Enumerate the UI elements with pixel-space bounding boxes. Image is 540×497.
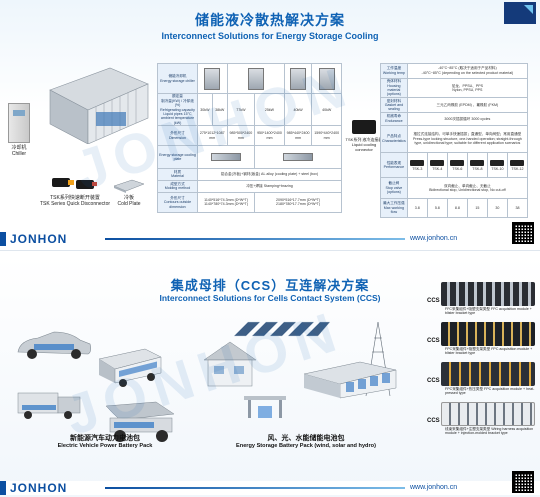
electric-truck-illustration (17, 392, 81, 419)
mining-truck-illustration (105, 401, 175, 442)
ccs-product-image (441, 362, 535, 386)
capacity-value: 77kW (226, 93, 256, 127)
tsk-connector-image (352, 120, 376, 134)
ccs-product-image (441, 322, 535, 346)
panel1-title-cn: 储能液冷散热解决方案 (195, 12, 345, 28)
chiller-photo-4 (318, 67, 335, 90)
ccs-caption: FPC采集组件+吸塑支架类型 FPC acquisition module + … (445, 347, 533, 356)
chiller-label: 冷却机 Chiller (11, 145, 27, 157)
ccs-tag: CCS (427, 338, 440, 344)
ccs-product-image (441, 282, 535, 306)
cooling-plate-photo-2 (283, 153, 314, 162)
brand-logo-text: JONHON (10, 232, 68, 246)
panel2-title-en: Interconnect Solutions for Cells Contact… (159, 293, 381, 303)
chiller-unit-image (8, 103, 30, 143)
quick-disconnector-image (52, 178, 97, 189)
website-link[interactable]: www.jonhon.cn (410, 484, 458, 491)
ccs-product-image (441, 402, 535, 426)
cold-plate-label: 冷板 Cold Plate (117, 195, 141, 207)
ccs-caption: FPC采集组件+热压类型 FPC acquisition module + he… (445, 387, 535, 396)
panel1-footer: JONHON www.jonhon.cn (0, 232, 540, 246)
capacity-value: 40kW (311, 93, 342, 127)
solar-panels-illustration (233, 321, 331, 337)
capacity-value: 30kW (197, 93, 213, 127)
website-link[interactable]: www.jonhon.cn (410, 235, 458, 242)
ccs-item: CCS 线束采集组件+注塑支架类型 Wiring harness acquisi… (427, 402, 535, 442)
ccs-tag: CCS (427, 298, 440, 304)
storage-battery-caption: 风、光、水能储能电池包 Energy Storage Battery Pack … (236, 435, 376, 449)
spec-label: 额定量制冷量(KW) / 冷却液(%)Refrigerating capacit… (157, 93, 198, 127)
ccs-item: CCS FPC采集组件+热压类型 FPC acquisition module … (427, 362, 535, 402)
tsk-disconnector-label: TSK系列快速断开装置 TSK Series Quick Disconnecto… (39, 195, 111, 207)
brand-logo-text: JONHON (10, 481, 68, 495)
charging-station-illustration (244, 396, 286, 418)
chiller-photo-3 (290, 67, 307, 90)
energy-storage-cabinet-illustration (303, 361, 397, 399)
cooling-plate-photo-1 (211, 153, 242, 162)
electric-bus-illustration (98, 348, 162, 387)
panel2-footer: JONHON www.jonhon.cn (0, 481, 540, 495)
dimension-value: 985*500*2400 mm (226, 125, 256, 147)
dimension-value: 275*1012*1087 mm (197, 125, 228, 147)
ccs-item: CCS FFC采集组件+吸塑支架类型 FFC acquisition modul… (427, 282, 535, 322)
dimension-value: 950*1400*2400 mm (254, 125, 285, 147)
capacity-value: 38kW (211, 93, 228, 127)
qr-code-icon[interactable] (512, 222, 534, 244)
spec-label: Energy storage cooling plate (157, 145, 198, 169)
storage-container-illustration (49, 67, 149, 144)
qr-code-icon[interactable] (512, 471, 534, 493)
capacity-value: 40kW (283, 93, 313, 127)
capacity-value: 25kW (254, 93, 285, 127)
chiller-photo-1 (204, 67, 221, 90)
house-illustration (203, 341, 257, 387)
ccs-item: CCS FPC采集组件+吸塑支架类型 FPC acquisition modul… (427, 322, 535, 362)
ccs-tag: CCS (427, 418, 440, 424)
ccs-product-list: CCS FFC采集组件+吸塑支架类型 FFC acquisition modul… (427, 282, 535, 442)
dimension-value: 1590*440*2400 mm (311, 125, 342, 147)
dimension-value: 985*440*2400 mm (283, 125, 313, 147)
electric-car-illustration (17, 331, 91, 359)
ccs-caption: 线束采集组件+注塑支架类型 Wiring harness acquisition… (445, 427, 534, 436)
tsk-series-label: TSK系列 液冷连接器 Liquid cooling connector (345, 137, 383, 152)
panel-divider (0, 250, 540, 255)
panel1-title-en: Interconnect Solutions for Energy Storag… (161, 31, 379, 41)
ev-battery-caption: 新能源汽车动力电池包 Electric Vehicle Power Batter… (57, 435, 153, 449)
molding-value: 冲压+焊接 Stamping+brazing (197, 179, 342, 193)
corner-logo-mark (504, 2, 536, 24)
energy-storage-cooling-panel: 储能液冷散热解决方案 Interconnect Solutions for En… (0, 0, 540, 250)
panel2-title-cn: 集成母排（CCS）互连解决方案 (170, 278, 370, 293)
chiller-photo-2 (247, 67, 264, 90)
material-value: 铝合金(冷板)+钢材(钣金) AL alloy (cooling plate) … (197, 167, 342, 181)
cold-plate-image (113, 179, 145, 193)
ccs-caption: FFC采集组件+吸塑支架类型 FFC acquisition module + … (445, 307, 532, 316)
ccs-tag: CCS (427, 378, 440, 384)
